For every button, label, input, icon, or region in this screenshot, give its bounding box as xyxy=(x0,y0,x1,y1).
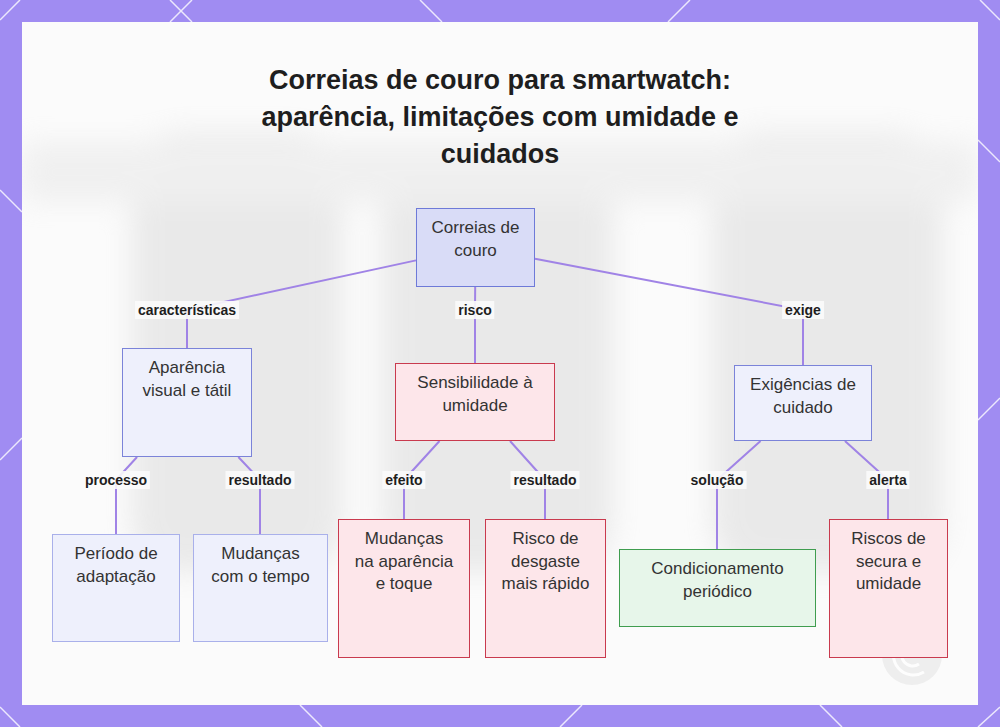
risk-detail-box: Riscos de secura e umidade xyxy=(829,519,948,658)
root-concept-box: Correias de couro xyxy=(416,208,535,287)
node-text: Mudanças com o tempo xyxy=(208,543,313,588)
risk-box: Sensibilidade à umidade xyxy=(395,363,555,441)
edge-label: solução xyxy=(688,471,747,489)
edge-label: processo xyxy=(82,471,150,489)
node-text: Mudanças na aparência e toque xyxy=(353,528,455,596)
node-text: Riscos de secura e umidade xyxy=(840,528,937,596)
node-text: Risco de desgaste mais rápido xyxy=(500,528,591,596)
connector-line xyxy=(238,457,260,534)
node-text: Exigências de cuidado xyxy=(749,374,857,419)
solution-box: Condicionamento periódico xyxy=(619,549,816,627)
connector-line xyxy=(474,287,476,363)
connector-line xyxy=(717,441,761,549)
edge-label: resultado xyxy=(510,471,579,489)
risk-detail-box: Mudanças na aparência e toque xyxy=(338,519,470,658)
node-text: Aparência visual e tátil xyxy=(135,357,239,402)
edge-label: resultado xyxy=(225,471,294,489)
connector-line xyxy=(535,259,803,365)
node-text: Condicionamento periódico xyxy=(630,558,805,603)
edge-label: características xyxy=(135,301,239,319)
diagram-title: Correias de couro para smartwatch: aparê… xyxy=(200,62,800,173)
node-text: Correias de couro xyxy=(425,217,526,262)
risk-detail-box: Risco de desgaste mais rápido xyxy=(485,519,606,658)
category-box: Aparência visual e tátil xyxy=(122,348,252,457)
category-box: Exigências de cuidado xyxy=(734,365,872,441)
connector-line xyxy=(116,457,137,534)
edge-label: exige xyxy=(782,301,824,319)
node-text: Sensibilidade à umidade xyxy=(406,372,544,417)
detail-box: Período de adaptação xyxy=(52,534,180,642)
edge-label: risco xyxy=(455,301,494,319)
node-text: Período de adaptação xyxy=(73,543,159,588)
edge-label: efeito xyxy=(382,471,425,489)
detail-box: Mudanças com o tempo xyxy=(193,534,328,642)
edge-label: alerta xyxy=(866,471,909,489)
